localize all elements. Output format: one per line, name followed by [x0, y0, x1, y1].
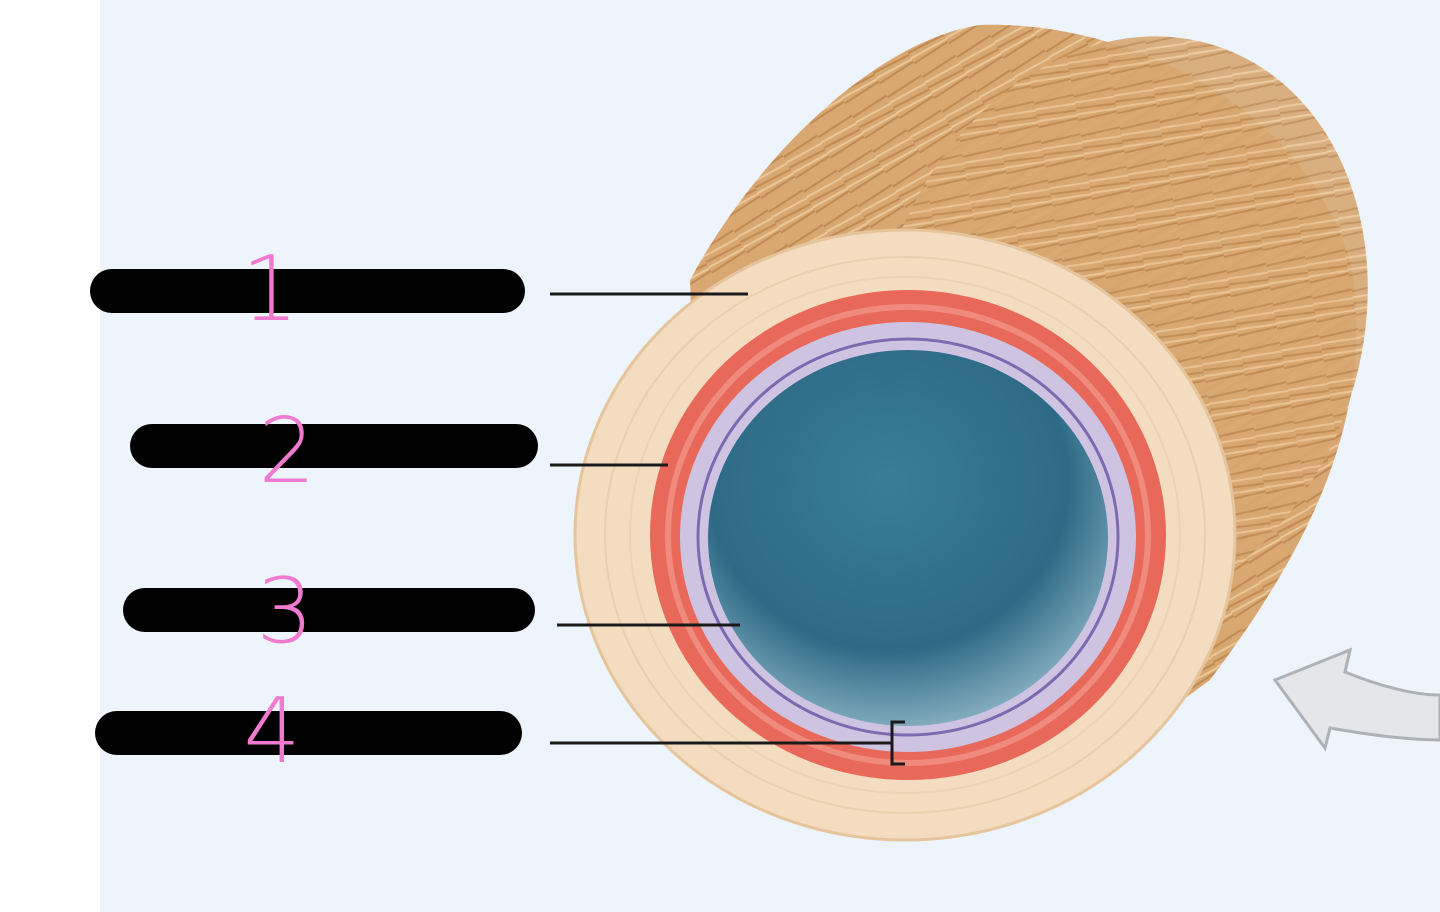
page-margin	[0, 0, 100, 912]
handwritten-numbers: 1 2 3 4	[241, 237, 315, 784]
number-4: 4	[243, 679, 300, 784]
leader-lines	[550, 292, 905, 766]
redacted-labels	[90, 269, 538, 755]
number-3: 3	[256, 559, 313, 664]
bracket-4	[890, 720, 905, 766]
number-2: 2	[258, 399, 315, 504]
lumen	[708, 350, 1108, 726]
number-1: 1	[241, 237, 298, 342]
flow-arrow-icon	[1272, 647, 1440, 752]
vessel-cross-section	[573, 228, 1237, 842]
